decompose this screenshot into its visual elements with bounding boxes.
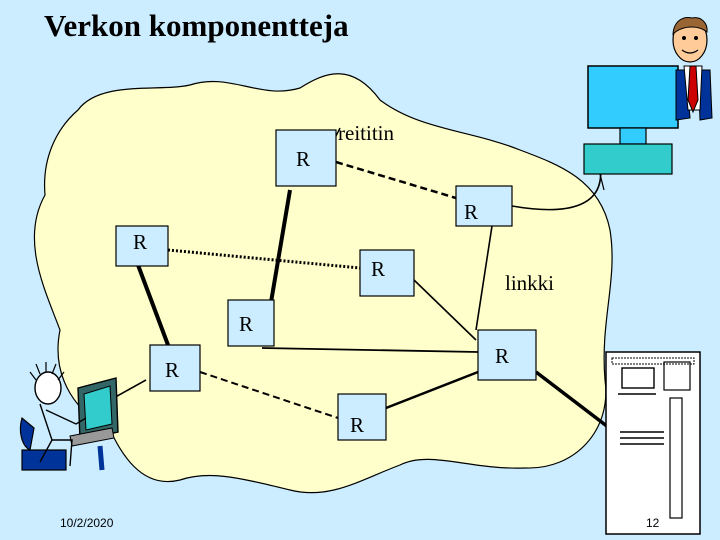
router-label: R (165, 358, 179, 382)
router-label: R (495, 344, 509, 368)
link-annotation-pointer (335, 127, 341, 137)
link-r7-server (534, 370, 614, 432)
link-r4-r7 (261, 347, 479, 353)
link-annotation: linkki (505, 271, 554, 295)
router-label: R (464, 200, 478, 224)
link-r1-r2 (335, 160, 457, 200)
router-r4[interactable]: R (227, 299, 275, 347)
router-r5[interactable]: R (149, 344, 201, 392)
person-at-computer-icon (19, 362, 119, 471)
link-r6-r7 (413, 279, 477, 341)
router-r8[interactable]: R (337, 393, 387, 441)
router-r7[interactable]: R (477, 329, 537, 381)
link-r2-r7 (475, 225, 493, 331)
link-r8-r7 (385, 370, 479, 410)
router-r2[interactable]: R (455, 185, 513, 227)
link-r5-r8 (199, 371, 339, 419)
router-annotation: reititin (338, 121, 394, 145)
router-r6[interactable]: R (359, 249, 415, 297)
man-with-tie-icon (672, 17, 713, 121)
link-r3-r4 (167, 248, 361, 270)
router-r1[interactable]: R (275, 129, 337, 187)
desktop-computer-icon (583, 65, 679, 191)
link-r1-r4 (266, 189, 292, 321)
router-label: R (133, 230, 147, 254)
slide-page-number: 12 (646, 516, 660, 530)
router-label: R (296, 147, 310, 171)
server-tower-icon (605, 351, 701, 535)
router-label: R (350, 413, 364, 437)
router-label: R (239, 312, 253, 336)
slide-date: 10/2/2020 (60, 516, 114, 530)
slide-title: Verkon komponentteja (44, 8, 349, 43)
router-r3[interactable]: R (115, 225, 169, 267)
link-r3-r5 (136, 264, 170, 346)
router-label: R (371, 257, 385, 281)
